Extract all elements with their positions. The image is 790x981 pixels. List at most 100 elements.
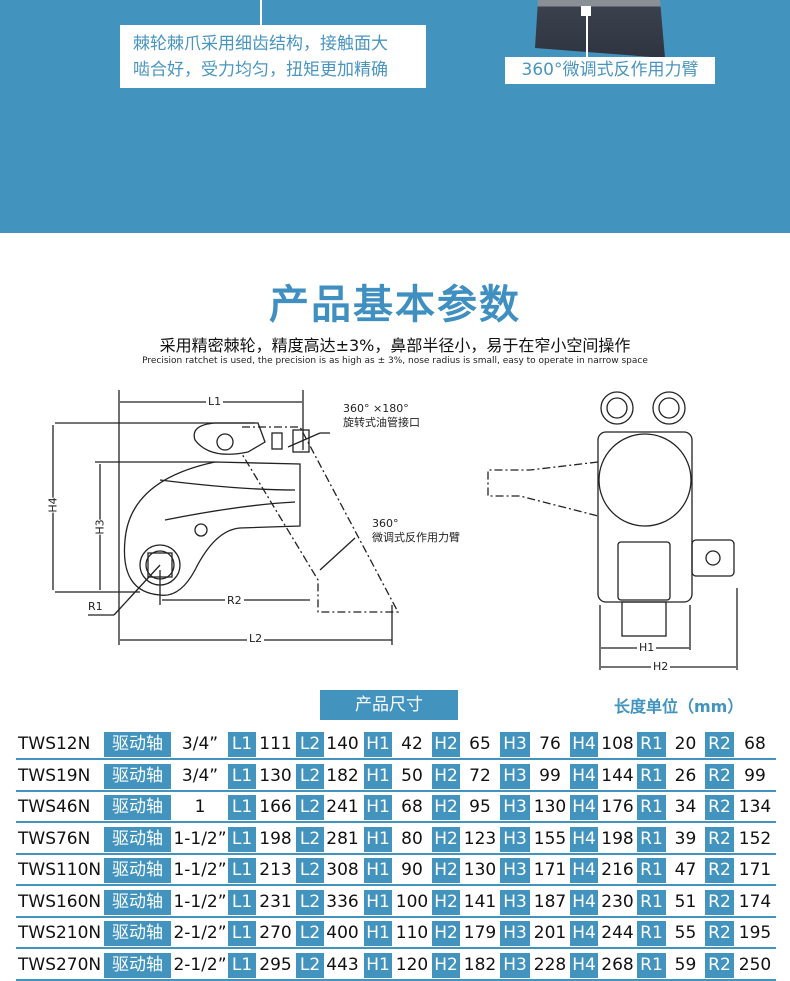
dim-key: H1 xyxy=(364,889,392,915)
model-name: TWS12N xyxy=(18,734,91,754)
dim-value: 130 xyxy=(533,797,567,817)
callout-text: 棘轮棘爪采用细齿结构，接触面大 xyxy=(133,34,388,54)
dim-value: 130 xyxy=(259,765,292,786)
dim-key: L2 xyxy=(296,795,324,820)
drive-label: 驱动轴 xyxy=(104,952,171,978)
dim-value: 308 xyxy=(326,860,359,880)
dim-key: H3 xyxy=(500,732,530,757)
callout-line xyxy=(260,0,262,38)
dim-value: 250 xyxy=(738,954,772,975)
dim-key: H4 xyxy=(570,889,598,915)
dim-key: H3 xyxy=(500,763,530,789)
model-name: TWS160N xyxy=(18,891,102,912)
dim-value: 152 xyxy=(738,828,772,849)
dim-key: R1 xyxy=(637,763,666,789)
dim-value: 50 xyxy=(401,765,423,786)
dim-value: 201 xyxy=(533,923,567,943)
note-line: 微调式反作用力臂 xyxy=(372,531,460,544)
callout-marker xyxy=(581,6,591,16)
dim-value: 174 xyxy=(738,891,772,912)
dim-key: H1 xyxy=(364,732,392,757)
dim-value: 443 xyxy=(326,954,359,975)
dim-label-l2: L2 xyxy=(247,632,265,646)
dim-key: R1 xyxy=(637,921,666,946)
model-name: TWS110N xyxy=(18,860,102,880)
drive-size: 3/4” xyxy=(181,765,219,786)
dim-value: 65 xyxy=(469,734,491,754)
model-name: TWS19N xyxy=(18,765,91,786)
dim-value: 76 xyxy=(539,734,561,754)
dim-key: L1 xyxy=(228,763,256,789)
dim-value: 244 xyxy=(601,923,634,943)
drive-label: 驱动轴 xyxy=(104,826,171,852)
note-line: 360° xyxy=(372,517,399,530)
drive-label: 驱动轴 xyxy=(104,858,171,883)
dim-key: H3 xyxy=(500,921,530,946)
dim-key: H4 xyxy=(570,921,598,946)
dim-key: L2 xyxy=(296,732,324,757)
drive-label: 驱动轴 xyxy=(104,732,171,757)
drive-size: 2-1/2” xyxy=(173,954,227,975)
unit-label: 长度单位（mm） xyxy=(614,697,744,716)
dim-key: L1 xyxy=(228,921,256,946)
dim-key: H2 xyxy=(432,921,460,946)
dim-key: R2 xyxy=(705,952,734,978)
dim-key: R1 xyxy=(637,826,666,852)
dim-value: 198 xyxy=(601,828,634,849)
arm-callout: 360°微调式反作用力臂 xyxy=(505,57,715,84)
dim-key: H3 xyxy=(500,858,530,883)
model-name: TWS46N xyxy=(18,797,91,817)
table-title: 产品尺寸 xyxy=(320,690,458,720)
drive-label: 驱动轴 xyxy=(104,921,171,946)
dim-key: L1 xyxy=(228,889,256,915)
dim-value: 228 xyxy=(533,954,567,975)
dim-key: R2 xyxy=(705,921,734,946)
dim-key: H2 xyxy=(432,732,460,757)
dim-value: 20 xyxy=(674,734,697,754)
dim-key: R1 xyxy=(637,952,666,978)
drive-label: 驱动轴 xyxy=(104,763,171,789)
dim-label-r2: R2 xyxy=(225,594,244,608)
dim-key: L2 xyxy=(296,858,324,883)
dim-value: 230 xyxy=(601,891,634,912)
dim-key: R1 xyxy=(637,795,666,820)
dim-value: 141 xyxy=(463,891,497,912)
dim-value: 95 xyxy=(469,797,491,817)
dim-value: 144 xyxy=(601,765,634,786)
dim-key: H2 xyxy=(432,826,460,852)
dim-key: H1 xyxy=(364,763,392,789)
dim-key: H3 xyxy=(500,795,530,820)
dim-key: R1 xyxy=(637,858,666,883)
dim-value: 55 xyxy=(674,923,697,943)
dim-value: 295 xyxy=(259,954,292,975)
dim-key: R2 xyxy=(705,795,734,820)
dim-key: L1 xyxy=(228,826,256,852)
model-name: TWS76N xyxy=(18,828,91,849)
dim-value: 182 xyxy=(326,765,359,786)
dim-key: L2 xyxy=(296,889,324,915)
dim-label-h3: H3 xyxy=(93,519,108,535)
section-subtitle-en: Precision ratchet is used, the precision… xyxy=(142,356,648,366)
dim-label-h1: H1 xyxy=(637,641,657,655)
front-view xyxy=(487,391,738,670)
arm-note: 360°微调式反作用力臂 xyxy=(372,517,460,545)
dim-key: L1 xyxy=(228,952,256,978)
dim-label-r1: R1 xyxy=(88,600,103,613)
dim-value: 270 xyxy=(259,923,292,943)
dim-value: 182 xyxy=(463,954,497,975)
dim-key: H4 xyxy=(570,858,598,883)
side-view xyxy=(52,390,400,645)
dim-value: 80 xyxy=(401,828,423,849)
dim-value: 198 xyxy=(259,828,292,849)
model-name: TWS270N xyxy=(18,954,102,975)
dim-value: 68 xyxy=(744,734,766,754)
dim-key: R1 xyxy=(637,889,666,915)
drive-label: 驱动轴 xyxy=(104,889,171,915)
dim-key: H2 xyxy=(432,858,460,883)
dim-value: 231 xyxy=(259,891,292,912)
callout-line xyxy=(586,8,588,58)
